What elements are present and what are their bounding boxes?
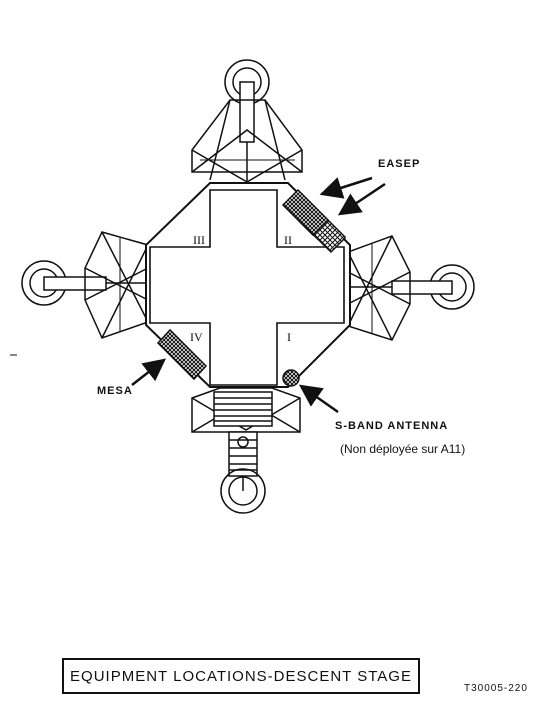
landing-gear-left — [21, 231, 150, 339]
mesa-package — [156, 328, 208, 381]
mesa-arrow — [131, 358, 166, 386]
easep-label: EASEP — [378, 158, 421, 170]
cross-center — [149, 189, 345, 386]
easep-package-2 — [297, 218, 346, 254]
quadrant-label-iii: III — [193, 233, 205, 247]
landing-gear-right — [347, 235, 475, 341]
footpad-bottom — [220, 468, 266, 514]
quadrant-label-i: I — [287, 330, 291, 344]
s-band-arrow — [298, 384, 339, 414]
quadrant-label-iv: IV — [190, 330, 203, 344]
figure-code: T30005-220 — [464, 683, 528, 694]
callout-arrows — [131, 176, 386, 414]
easep-arrow-2 — [337, 182, 386, 216]
diagram-title: EQUIPMENT LOCATIONS-DESCENT STAGE — [62, 658, 420, 694]
landing-gear-bottom — [191, 387, 301, 514]
landing-gear-top — [191, 59, 303, 190]
s-band-note: (Non déployée sur A11) — [340, 442, 466, 456]
easep-arrow-1 — [319, 176, 373, 199]
easep-packages — [281, 188, 346, 254]
s-band-antenna-label: S-BAND ANTENNA — [335, 420, 449, 432]
mesa-label: MESA — [97, 385, 133, 397]
s-band-antenna — [282, 369, 300, 387]
quadrant-label-ii: II — [284, 233, 292, 247]
